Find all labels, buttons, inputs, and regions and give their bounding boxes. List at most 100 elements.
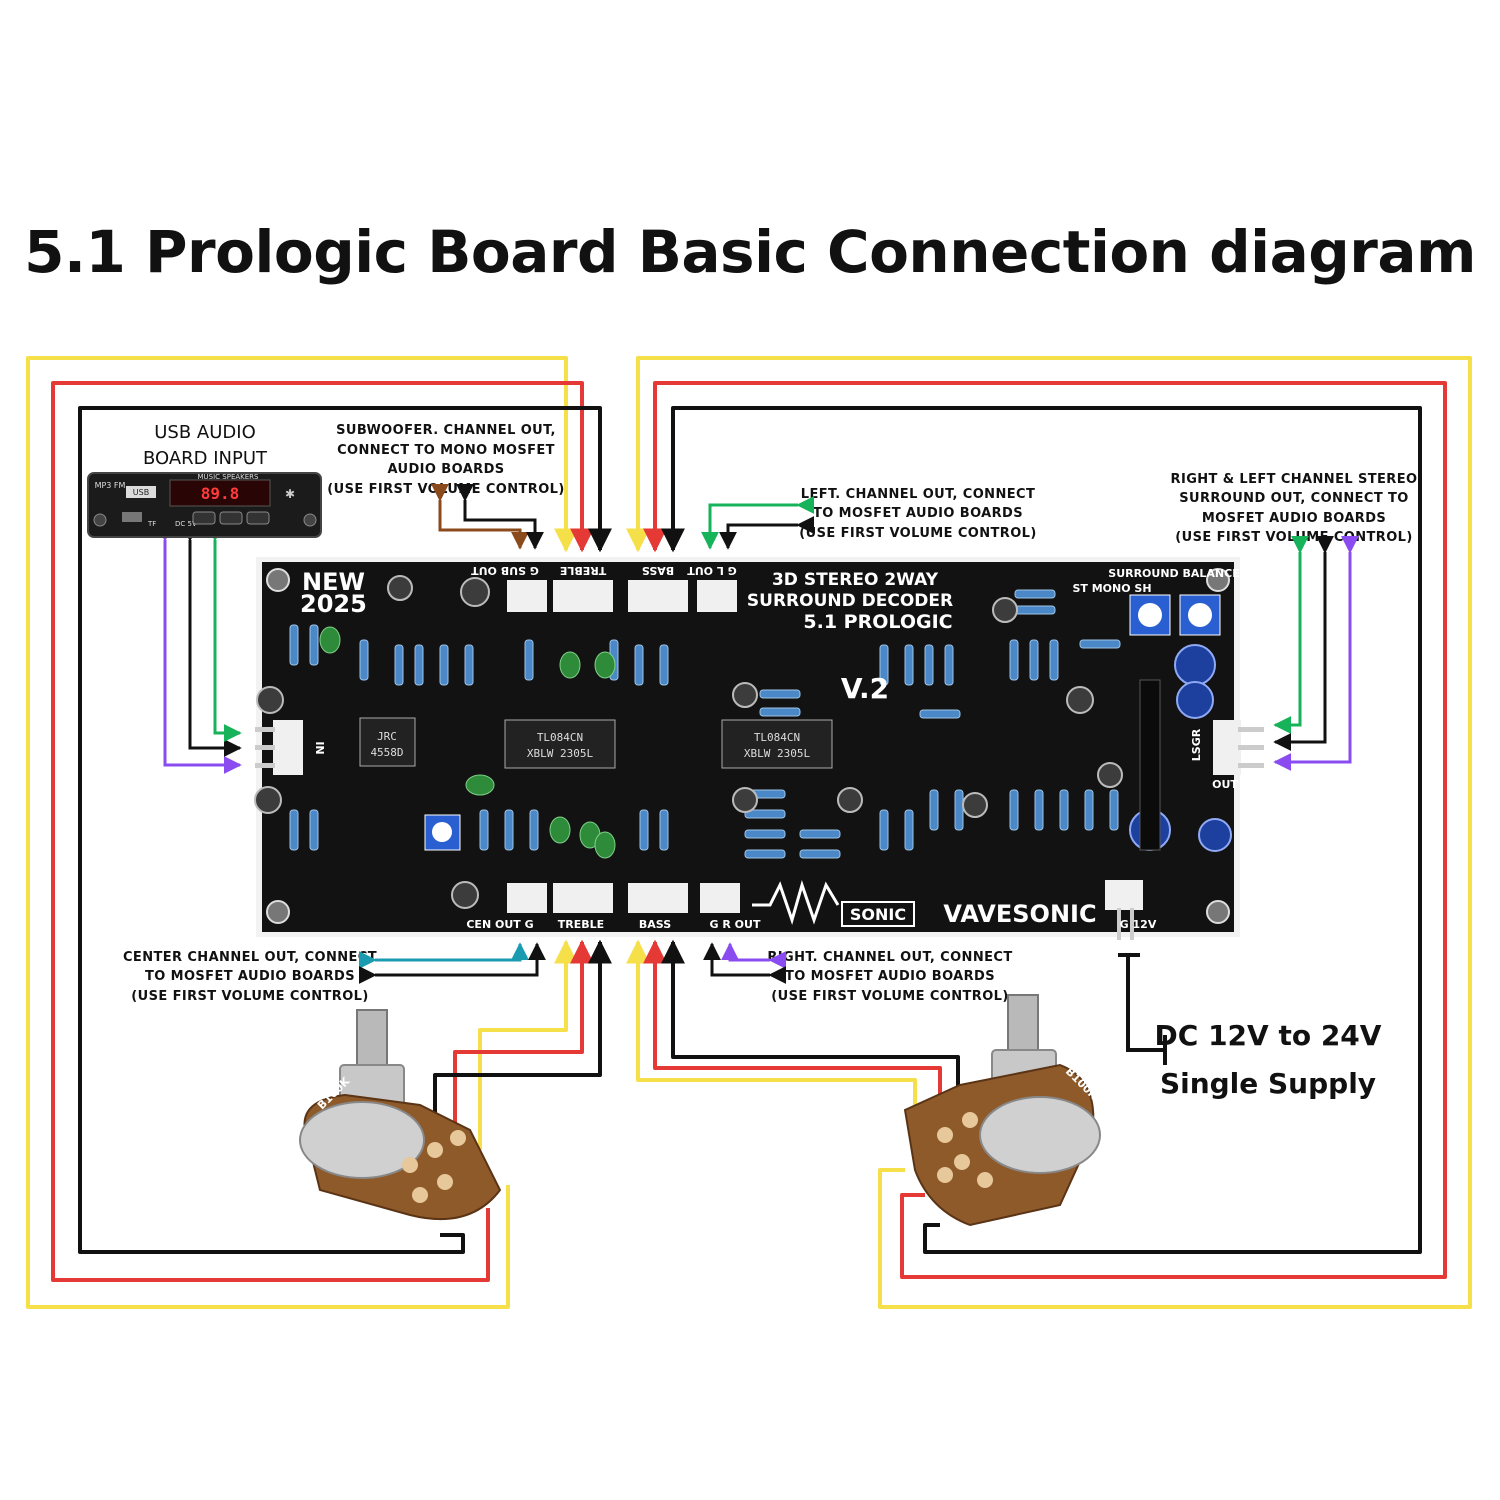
- surround-annotation: RIGHT & LEFT CHANNEL STEREO SURROUND OUT…: [1171, 472, 1418, 545]
- left-potentiometer[interactable]: B100K: [299, 1009, 502, 1221]
- electrolytic-capacitors: [254, 575, 1123, 909]
- chip1-line1: TL084CN: [537, 731, 583, 744]
- red-wire-left-treble: [453, 945, 584, 1162]
- lsgr-label: LSGR: [1190, 728, 1203, 761]
- subwoofer-line3: AUDIO BOARDS: [387, 462, 504, 477]
- ic-tl084-right: TL084CN XBLW 2305L: [721, 719, 833, 769]
- surround-line1: RIGHT & LEFT CHANNEL STEREO: [1171, 472, 1418, 487]
- pcb-heading-line3: 5.1 PROLOGIC: [803, 611, 952, 633]
- yellow-wire-right-loop: [636, 356, 1472, 1309]
- bottom-treble-label: TREBLE: [558, 918, 604, 931]
- usb-audio-board: 89.8 MUSIC SPEAKERS MP3 FM USB TF DC 5V …: [87, 472, 322, 538]
- red-wire-left-loop: [51, 381, 584, 1282]
- right-channel-annotation: RIGHT. CHANNEL OUT, CONNECT TO MOSFET AU…: [767, 950, 1012, 1004]
- usb-board-play-button[interactable]: [219, 511, 243, 525]
- pcb-badge-year: 2025: [300, 590, 367, 618]
- center-line2: TO MOSFET AUDIO BOARDS: [145, 969, 355, 984]
- usb-board-usb-text: USB: [133, 488, 149, 497]
- right-channel-arrows: [703, 942, 787, 984]
- surround-output-connector[interactable]: [1213, 720, 1241, 775]
- usb-board-dc-text: DC 5V: [175, 520, 197, 528]
- usb-board-label-line2: BOARD INPUT: [143, 448, 268, 469]
- top-treble-connector[interactable]: [553, 580, 613, 612]
- surround-line3: MOSFET AUDIO BOARDS: [1202, 511, 1386, 526]
- supply-line1: DC 12V to 24V: [1155, 1019, 1382, 1052]
- gr-out-connector[interactable]: [700, 883, 740, 913]
- usb-board-label-line1: USB AUDIO: [154, 422, 256, 443]
- chip2-line1: TL084CN: [754, 731, 800, 744]
- gr-out-label: G R OUT: [710, 918, 761, 931]
- input-label: IN: [313, 741, 326, 754]
- subwoofer-line2: CONNECT TO MONO MOSFET: [337, 443, 555, 458]
- subwoofer-annotation: SUBWOOFER. CHANNEL OUT, CONNECT TO MONO …: [327, 423, 564, 497]
- pcb-heading-line2: SURROUND DECODER: [747, 591, 953, 611]
- chip2-line2: XBLW 2305L: [744, 747, 811, 760]
- pcb-brand: VAVESONIC: [943, 900, 1096, 928]
- bottom-connectors: CEN OUT G TREBLE BASS G R OUT: [466, 883, 761, 931]
- ic-tl084-left: TL084CN XBLW 2305L: [504, 719, 616, 769]
- left-pot-wires: [26, 356, 602, 1309]
- top-bass-connector[interactable]: [628, 580, 688, 612]
- chip3-line1: JRC: [377, 730, 397, 743]
- wave-logo: SONIC: [752, 879, 915, 927]
- left-line2: TO MOSFET AUDIO BOARDS: [813, 506, 1023, 521]
- gsub-out-label: G SUB OUT: [471, 564, 539, 577]
- center-line3: (USE FIRST VOLUME CONTROL): [131, 989, 368, 1004]
- mount-hole-br: [1206, 900, 1230, 924]
- input-connector[interactable]: [273, 720, 303, 775]
- usb-board-top-text: MUSIC SPEAKERS: [198, 473, 260, 481]
- usb-board-tf-text: TF: [147, 520, 156, 528]
- gsub-out-connector[interactable]: [507, 580, 547, 612]
- ic-jrc4558: JRC 4558D: [359, 717, 416, 767]
- chip1-line2: XBLW 2305L: [527, 747, 594, 760]
- mount-hole-bl: [266, 900, 290, 924]
- bottom-bass-connector[interactable]: [628, 883, 688, 913]
- surround-arrows: [1273, 535, 1359, 771]
- trimmer-pots: [424, 594, 1221, 851]
- center-channel-annotation: CENTER CHANNEL OUT, CONNECT TO MOSFET AU…: [123, 950, 377, 1004]
- top-treble-label: TREBLE: [560, 564, 606, 577]
- right-potentiometer[interactable]: B100K: [903, 994, 1101, 1227]
- surround-balance-label: SURROUND BALANCE: [1108, 567, 1239, 580]
- top-bass-label: BASS: [642, 564, 674, 577]
- pcb-badge-new: NEW: [302, 568, 365, 596]
- red-wire-right-loop: [653, 381, 1447, 1279]
- usb-board-display: 89.8: [201, 484, 240, 503]
- capacitor-array: [319, 626, 616, 859]
- right-line1: RIGHT. CHANNEL OUT, CONNECT: [767, 950, 1012, 965]
- left-pot-shaft: [356, 1009, 388, 1071]
- usb-board-next-button[interactable]: [246, 511, 270, 525]
- surround-output-header: LSGR OUT: [1139, 679, 1264, 851]
- power-input-connector[interactable]: [1105, 880, 1143, 910]
- mount-hole-tr: [1206, 568, 1230, 592]
- center-line1: CENTER CHANNEL OUT, CONNECT: [123, 950, 377, 965]
- bottom-bass-label: BASS: [639, 918, 671, 931]
- gl-out-connector[interactable]: [697, 580, 737, 612]
- usb-input-wires: [156, 523, 242, 774]
- top-connectors: G SUB OUT TREBLE BASS G L OUT: [471, 564, 737, 612]
- surround-line4: (USE FIRST VOLUME CONTROL): [1175, 530, 1412, 545]
- surround-line2: SURROUND OUT, CONNECT TO: [1179, 491, 1409, 506]
- power-label: G 12V: [1120, 918, 1157, 931]
- right-line3: (USE FIRST VOLUME CONTROL): [771, 989, 1008, 1004]
- power-connector: G 12V: [1105, 880, 1157, 940]
- bottom-treble-connector[interactable]: [553, 883, 613, 913]
- mount-hole-tl: [266, 568, 290, 592]
- left-channel-arrows: [701, 496, 815, 550]
- pcb-board: TL084CN XBLW 2305L TL084CN XBLW 2305L JR…: [254, 557, 1264, 940]
- cen-out-connector[interactable]: [507, 883, 547, 913]
- yellow-wire-left-treble: [478, 945, 568, 1150]
- usb-board-prev-button[interactable]: [192, 511, 216, 525]
- subwoofer-arrows: [431, 483, 544, 550]
- supply-line2: Single Supply: [1160, 1067, 1376, 1100]
- bluetooth-icon: ✱: [285, 487, 295, 501]
- left-line1: LEFT. CHANNEL OUT, CONNECT: [801, 487, 1035, 502]
- wire-arrowheads: [554, 528, 685, 964]
- chip3-line2: 4558D: [370, 746, 403, 759]
- right-line2: TO MOSFET AUDIO BOARDS: [785, 969, 995, 984]
- yellow-wire-right-bass: [636, 945, 917, 1120]
- pcb-heading-line1: 3D STEREO 2WAY: [772, 570, 939, 590]
- st-mono-label: ST MONO SH: [1072, 582, 1151, 595]
- power-supply-bracket: [1118, 953, 1167, 1065]
- input-header: IN: [255, 720, 326, 775]
